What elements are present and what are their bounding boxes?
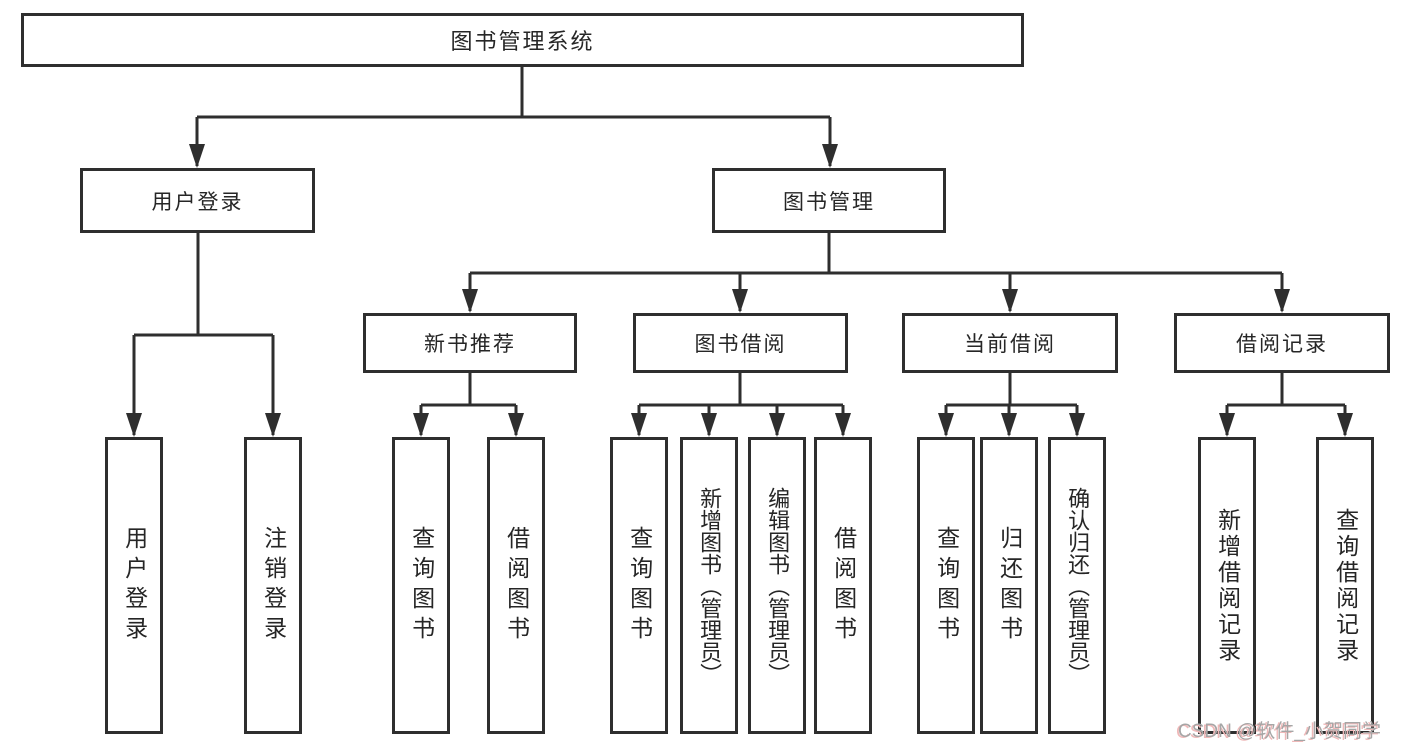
connector-user-login-children [132,233,275,435]
connector-new-book-recommend-children [419,373,518,435]
node-user-login: 用户登录 [80,168,315,233]
node-label: 当前借阅 [964,333,1056,356]
leaf-logout-login: 注销登录 [244,437,302,734]
connector-borrow-records-children [1225,373,1347,435]
connector-book-management-children [468,233,1284,311]
leaf-query-books-recommend: 查询图书 [392,437,450,734]
leaf-edit-books-admin: 编辑图书（管理员） [748,437,806,734]
connector-book-borrow-children [637,373,845,435]
leaf-label: 查询图书 [408,525,435,646]
leaf-label: 编辑图书（管理员） [765,486,791,685]
leaf-query-books-current: 查询图书 [917,437,975,734]
node-label: 新书推荐 [424,333,516,356]
leaf-label: 新增借阅记录 [1214,507,1241,664]
node-label: 图书管理系统 [450,29,595,54]
leaf-label: 借阅图书 [830,525,857,646]
connector-root-to-level2 [195,67,832,166]
leaf-label: 借阅图书 [503,525,530,646]
leaf-label: 注销登录 [260,525,287,646]
node-label: 用户登录 [151,190,244,214]
node-current-borrow: 当前借阅 [902,313,1118,373]
leaf-label: 查询借阅记录 [1332,507,1359,664]
leaf-label: 查询图书 [933,525,960,646]
leaf-borrow-books-borrow: 借阅图书 [814,437,872,734]
node-book-borrow: 图书借阅 [633,313,848,373]
leaf-user-login: 用户登录 [105,437,163,734]
node-label: 图书借阅 [694,333,787,356]
leaf-label: 确认归还（管理员） [1065,486,1091,685]
leaf-label: 用户登录 [121,525,148,646]
node-borrow-records: 借阅记录 [1174,313,1390,373]
node-label: 图书管理 [783,190,875,214]
node-label: 借阅记录 [1236,333,1328,356]
leaf-return-books: 归还图书 [980,437,1038,734]
leaf-label: 归还图书 [996,525,1023,646]
leaf-label: 新增图书（管理员） [697,486,723,685]
leaf-query-borrow-record: 查询借阅记录 [1316,437,1374,734]
leaf-add-borrow-record: 新增借阅记录 [1198,437,1256,734]
leaf-confirm-return-admin: 确认归还（管理员） [1048,437,1106,734]
node-new-book-recommend: 新书推荐 [363,313,577,373]
leaf-borrow-books-recommend: 借阅图书 [487,437,545,734]
leaf-label: 查询图书 [626,525,653,646]
leaf-add-books-admin: 新增图书（管理员） [680,437,738,734]
node-book-management-system: 图书管理系统 [21,13,1024,67]
csdn-watermark: CSDN @软件_小贺同学 [1178,721,1381,742]
leaf-query-books-borrow: 查询图书 [610,437,668,734]
node-book-management: 图书管理 [712,168,946,233]
arrowheads [126,144,1353,437]
